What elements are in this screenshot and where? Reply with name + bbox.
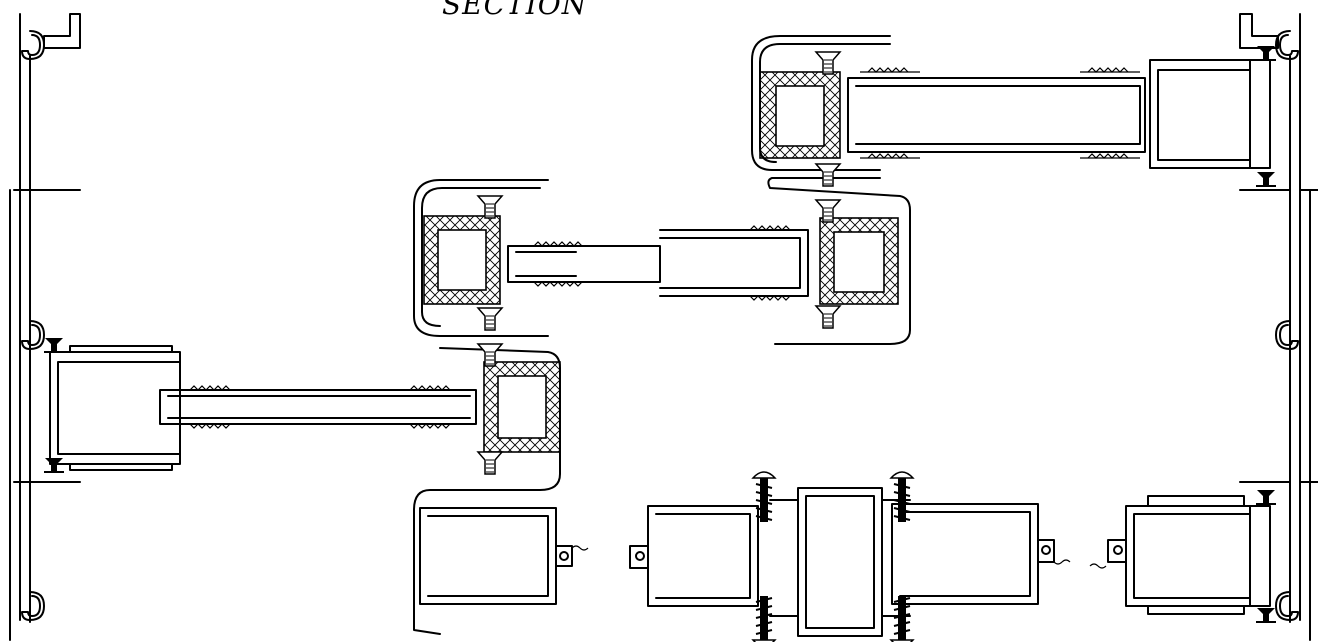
left-outer-frame-profile: [9, 13, 81, 641]
right-outer-frame-profile: [1239, 13, 1318, 641]
lower-left-sash: [43, 337, 477, 473]
bottom-right-box-profile: [1089, 489, 1277, 623]
upper-right-sash: [847, 45, 1277, 187]
upper-insulated-mullion: [751, 35, 911, 345]
bottom-center-coupler-with-screws: [629, 471, 1071, 642]
gasket-icon: [815, 51, 841, 75]
bottom-left-box-profile: [419, 507, 589, 605]
middle-insulated-mullion: [413, 179, 561, 635]
drawing-title: SECTION: [442, 0, 588, 21]
hinge-knuckle-icon: [21, 30, 45, 621]
middle-sash: [507, 225, 809, 301]
